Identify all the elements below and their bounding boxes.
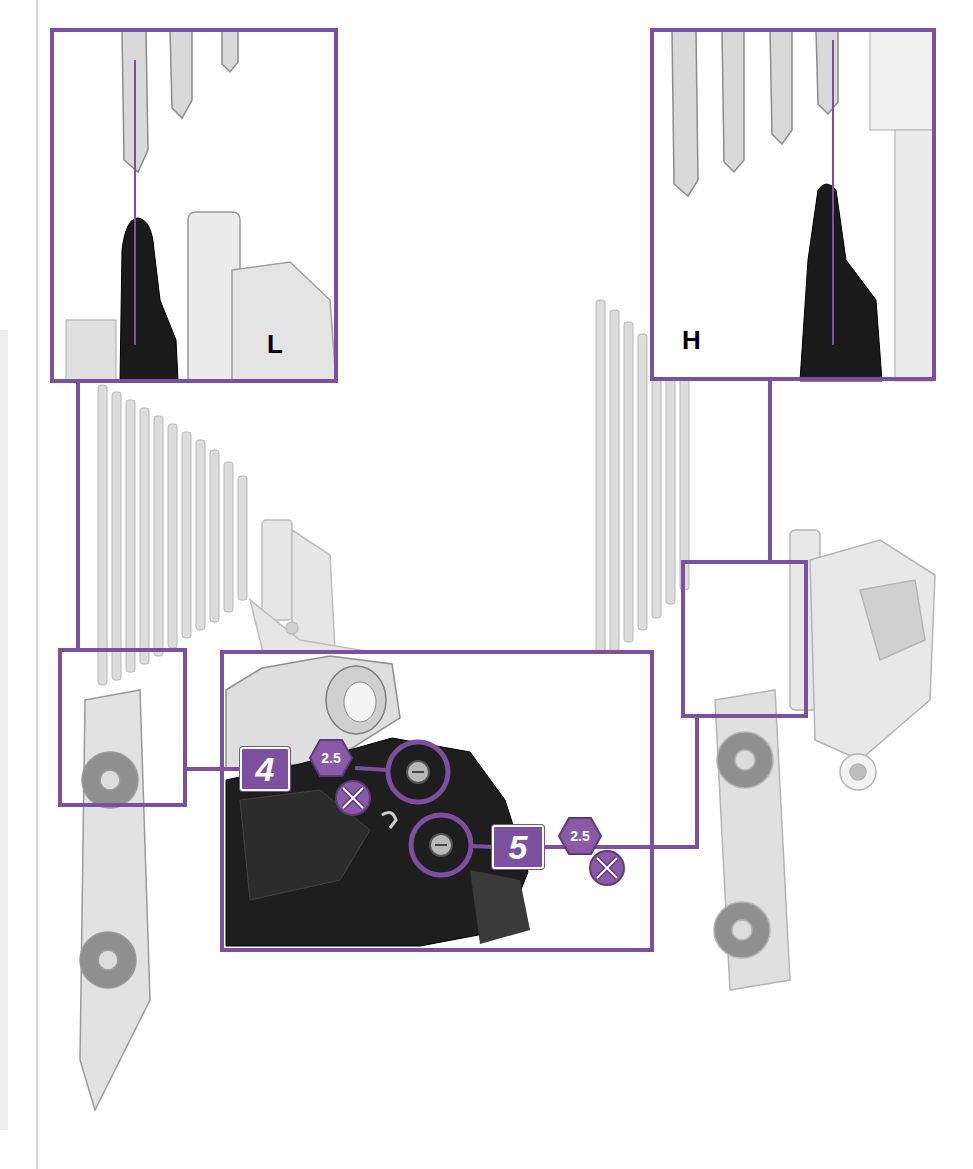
hex-key-size: 2.5 bbox=[557, 816, 603, 856]
phillips-icon bbox=[590, 851, 624, 885]
leader-line bbox=[471, 846, 494, 847]
derailleur-right bbox=[714, 530, 935, 990]
hex-shape bbox=[310, 740, 352, 776]
gear-limit-label: H bbox=[682, 327, 701, 353]
inset-ground bbox=[52, 30, 336, 381]
derailleur-body bbox=[232, 262, 336, 381]
tool-size: 2.5 bbox=[570, 829, 589, 843]
alignment-line bbox=[134, 60, 136, 345]
step-number: 5 bbox=[509, 830, 528, 864]
gear-limit-label: L bbox=[267, 331, 283, 357]
detail-inset: H bbox=[650, 28, 936, 381]
sprocket-teeth bbox=[672, 30, 838, 196]
callout-number: 4 bbox=[240, 747, 290, 791]
connector-line bbox=[544, 379, 806, 847]
screw-highlight bbox=[411, 815, 471, 875]
detail-marker bbox=[60, 650, 185, 805]
screw-highlight bbox=[388, 742, 448, 802]
sprocket-teeth bbox=[122, 30, 238, 172]
leader-connector bbox=[78, 381, 240, 769]
screw-detail-frame bbox=[222, 652, 652, 950]
page-edge bbox=[0, 330, 8, 1130]
callout-number: 5 bbox=[492, 825, 544, 869]
connector-line bbox=[78, 381, 240, 769]
cassette-left bbox=[98, 385, 247, 685]
cage-plate bbox=[66, 320, 116, 381]
hex-shape bbox=[559, 818, 601, 854]
phillips-icon bbox=[336, 781, 370, 815]
alignment-line bbox=[832, 40, 834, 345]
step-number: 4 bbox=[256, 752, 275, 786]
detail-marker bbox=[683, 562, 806, 716]
detail-inset: L bbox=[50, 28, 338, 383]
derailleur-detail bbox=[226, 656, 530, 946]
leader-line bbox=[355, 768, 387, 770]
frame-dropout bbox=[895, 130, 934, 381]
pulley-cage-left bbox=[80, 690, 150, 1110]
leader-connector bbox=[544, 379, 806, 847]
inset-ground bbox=[652, 30, 934, 379]
page-rule bbox=[36, 0, 38, 1169]
guide-pulley bbox=[120, 218, 178, 381]
frame-dropout bbox=[870, 30, 934, 130]
hex-key-size: 2.5 bbox=[308, 738, 354, 778]
guide-pulley bbox=[800, 184, 882, 381]
tool-size: 2.5 bbox=[321, 751, 340, 765]
